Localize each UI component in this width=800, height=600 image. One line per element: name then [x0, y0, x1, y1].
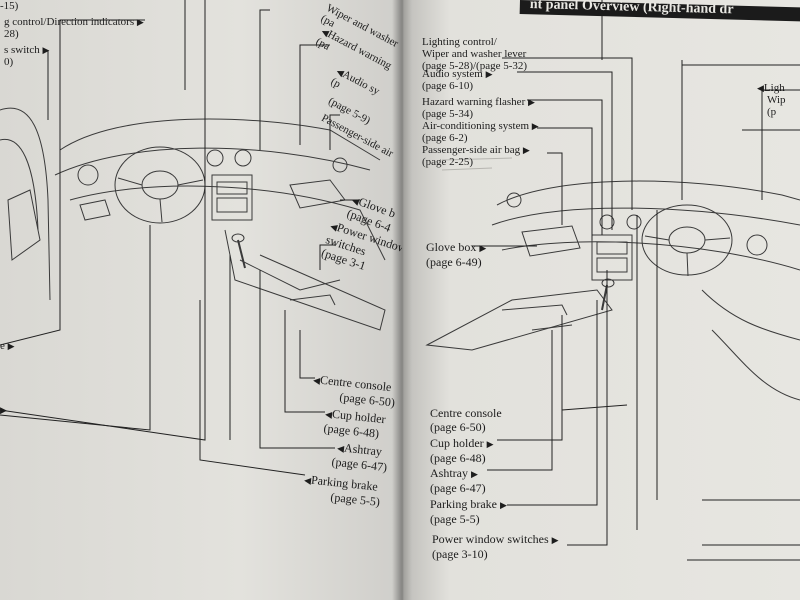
edge-e-text: e — [0, 340, 5, 352]
lighting-direction-text: g control/Direction indicators — [4, 16, 135, 28]
arrow-right-icon: ▶ — [527, 97, 535, 107]
cup-holder-text: Cup holder — [430, 436, 484, 450]
cup-holder-page: (page 6-48) — [430, 451, 486, 465]
arrow-right-icon: ▶ — [136, 17, 144, 27]
arrow-left-icon: ◀ — [757, 83, 764, 93]
right-hazard-label: Hazard warning flasher ▶ (page 5-34) — [422, 96, 535, 120]
right-ashtray-label: Ashtray ▶ (page 6-47) — [430, 466, 486, 495]
passenger-airbag-page: (page 2-25) — [422, 156, 474, 168]
arrow-right-icon: ▶ — [471, 469, 478, 479]
lighting-control-text: Lighting control/ — [422, 36, 497, 48]
parking-brake-text: Parking brake — [430, 497, 497, 511]
edge-light-text: Ligh — [763, 82, 785, 94]
top-ref-text: -15) — [0, 0, 19, 12]
right-centre-console-label: Centre console (page 6-50) — [430, 406, 502, 434]
audio-system-text: Audio system — [422, 68, 483, 80]
left-edge-arrow: ▶ — [0, 404, 7, 416]
arrow-right-icon: ▶ — [486, 439, 494, 449]
edge-wip-text: Wip — [767, 94, 786, 106]
right-parking-brake-label: Parking brake ▶ (page 5-5) — [430, 497, 507, 526]
power-window-text: Power window switches — [432, 532, 549, 546]
power-window-page: (page 3-10) — [432, 547, 488, 561]
ashtray-page: (page 6-47) — [430, 481, 486, 495]
wiper-washer-lever-text: Wiper and washer lever — [422, 48, 527, 60]
arrow-right-icon: ▶ — [499, 500, 507, 510]
left-lighting-direction-label: g control/Direction indicators ▶ 28) — [4, 16, 144, 40]
arrow-right-icon: ▶ — [531, 121, 539, 131]
glove-box-page: (page 6-49) — [426, 255, 482, 269]
arrow-right-icon: ▶ — [0, 405, 7, 415]
left-cup-holder-label: ◀Cup holder (page 6-48) — [323, 406, 386, 441]
right-page: nt panel Overview (Right-hand dr Lightin… — [402, 0, 800, 600]
centre-console-page: (page 6-50) — [430, 420, 486, 434]
left-page: -15) g control/Direction indicators ▶ 28… — [0, 0, 402, 600]
edge-p-text: (p — [767, 106, 777, 118]
left-edge-label: e ▶ — [0, 340, 15, 352]
right-glove-box-label: Glove box ▶ (page 6-49) — [426, 240, 486, 269]
lighting-direction-page: 28) — [4, 28, 19, 40]
hazard-flasher-text: Hazard warning flasher — [422, 96, 526, 108]
left-ashtray-label: ◀Ashtray (page 6-47) — [331, 440, 389, 475]
glove-box-text: Glove box — [426, 240, 477, 254]
passenger-airbag-text: Passenger-side air bag — [422, 144, 521, 156]
parking-brake-page: (page 5-5) — [430, 512, 480, 526]
ashtray-text: Ashtray — [430, 466, 468, 480]
right-hand-drive-dashboard-illustration — [425, 0, 800, 561]
arrow-right-icon: ▶ — [551, 535, 559, 545]
right-cup-holder-label: Cup holder ▶ (page 6-48) — [430, 436, 494, 465]
switch-text: s switch — [4, 44, 40, 56]
audio-system-page: (page 6-10) — [422, 80, 474, 92]
lighting-control-page: (page 5-28)/(page 5-32) — [422, 60, 528, 72]
left-switch-label: s switch ▶ 0) — [4, 44, 49, 68]
arrow-right-icon: ▶ — [485, 69, 493, 79]
right-air-conditioning-label: Air-conditioning system ▶ (page 6-2) — [422, 120, 539, 144]
left-top-page-ref: -15) — [0, 0, 18, 12]
arrow-right-icon: ▶ — [7, 341, 15, 351]
right-passenger-airbag-label: Passenger-side air bag ▶ (page 2-25) — [422, 144, 530, 168]
right-power-window-label: Power window switches ▶ (page 3-10) — [432, 532, 559, 561]
air-conditioning-page: (page 6-2) — [422, 132, 468, 144]
centre-console-text: Centre console — [430, 406, 502, 420]
hazard-flasher-page: (page 5-34) — [422, 108, 474, 120]
right-lighting-control-label: Lighting control/ Wiper and washer lever… — [422, 36, 527, 72]
book-gutter-shadow — [392, 0, 412, 600]
arrow-right-icon: ▶ — [479, 243, 487, 253]
arrow-right-icon: ▶ — [42, 45, 50, 55]
right-edge-lighting-label: ◀Ligh Wip (p — [757, 82, 786, 118]
left-hand-drive-dashboard-illustration — [0, 0, 386, 476]
switch-page: 0) — [4, 56, 14, 68]
right-audio-system-label: Audio system ▶ (page 6-10) — [422, 68, 492, 92]
arrow-right-icon: ▶ — [522, 145, 530, 155]
air-conditioning-text: Air-conditioning system — [422, 120, 530, 132]
